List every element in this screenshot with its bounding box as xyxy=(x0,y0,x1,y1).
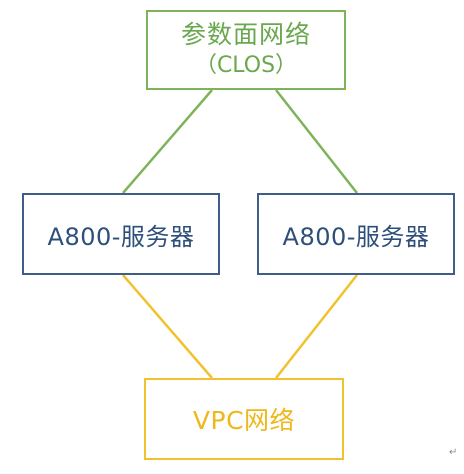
vpc-network-node: VPC网络 xyxy=(144,378,344,460)
edge-param-to-server-right xyxy=(275,89,358,194)
edge-param-to-server-left xyxy=(122,89,213,194)
paragraph-mark: ↵ xyxy=(449,447,458,458)
vpc-network-label: VPC网络 xyxy=(192,406,296,435)
param-network-node: 参数面网络 （CLOS） xyxy=(146,10,346,90)
server-node-right: A800-服务器 xyxy=(257,193,455,275)
server-node-left: A800-服务器 xyxy=(22,193,220,275)
server-right-label: A800-服务器 xyxy=(282,222,430,251)
server-left-label: A800-服务器 xyxy=(47,222,195,251)
param-network-subtitle: （CLOS） xyxy=(194,53,298,78)
edge-server-right-to-vpc xyxy=(275,274,358,379)
edge-server-left-to-vpc xyxy=(122,274,213,379)
param-network-title: 参数面网络 xyxy=(180,20,311,49)
